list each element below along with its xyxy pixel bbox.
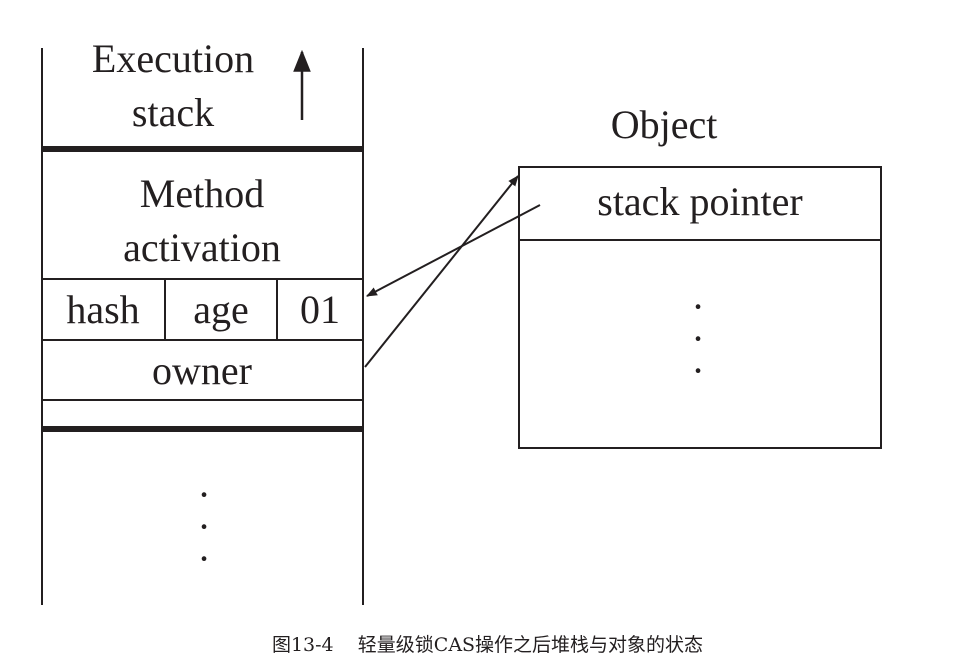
arrow-owner-to-object xyxy=(364,175,519,368)
object-box: Object stack pointer · · · xyxy=(518,102,882,449)
arrow-stack-pointer-to-lock-record xyxy=(366,204,541,297)
object-ellipsis-dot-2: · xyxy=(691,316,704,361)
stack-ellipsis-dot-2: · xyxy=(197,504,210,549)
stack-title-line1: Execution xyxy=(92,36,254,81)
method-activation-line2: activation xyxy=(123,225,281,270)
pointer-arrows xyxy=(364,175,541,368)
stack-ellipsis-dot-1: · xyxy=(197,472,210,517)
object-ellipsis-dot-1: · xyxy=(691,284,704,329)
figure-caption: 图13-4 轻量级锁CAS操作之后堆栈与对象的状态 xyxy=(271,634,704,656)
stack-title-line2: stack xyxy=(132,90,214,135)
execution-stack: Execution stack Method activation hash a… xyxy=(41,36,364,605)
stack-ellipsis-dot-3: · xyxy=(197,536,210,581)
object-ellipsis-dot-3: · xyxy=(691,348,704,393)
object-title: Object xyxy=(611,102,718,147)
method-activation-line1: Method xyxy=(140,171,264,216)
object-header-stack-pointer: stack pointer xyxy=(597,179,803,224)
cell-lock-flag: 01 xyxy=(300,287,340,332)
object-outline xyxy=(518,166,882,449)
cell-hash: hash xyxy=(66,287,139,332)
cell-age: age xyxy=(193,287,249,332)
cell-owner: owner xyxy=(152,348,252,393)
